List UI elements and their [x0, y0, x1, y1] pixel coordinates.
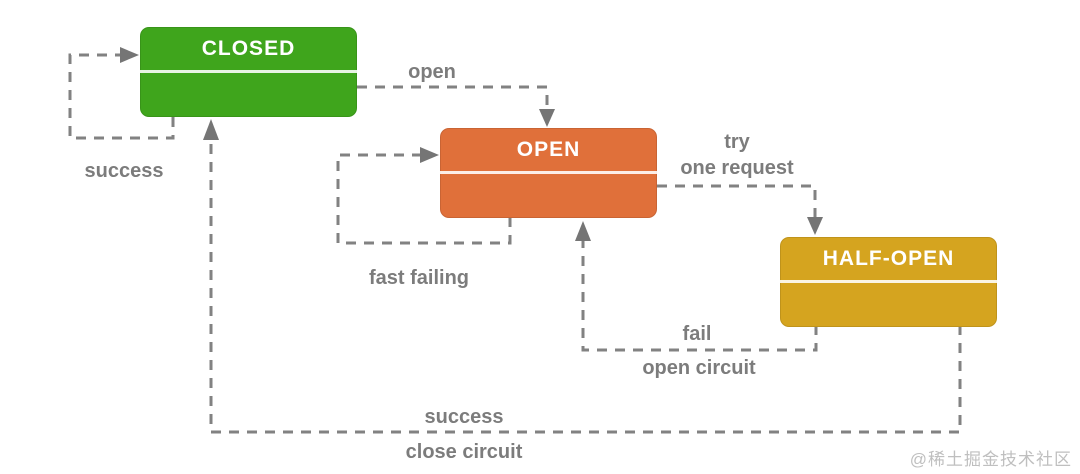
label-open-circuit: open circuit	[642, 357, 756, 379]
label-closed-self-loop-success: success	[84, 160, 164, 182]
label-one-request: one request	[680, 157, 794, 179]
arrowhead-into-open-bottom	[575, 221, 591, 241]
state-half-open: HALF-OPEN	[780, 237, 997, 327]
state-open-body	[440, 174, 657, 218]
edge-closed-to-open	[357, 85, 549, 110]
label-closed-to-open: open	[408, 61, 456, 83]
state-half-open-label: HALF-OPEN	[822, 246, 955, 270]
edge-open-self-loop	[336, 153, 512, 245]
arrowhead-into-closed-left	[120, 47, 139, 63]
label-try: try	[724, 131, 750, 153]
label-close-circuit: close circuit	[405, 441, 523, 463]
state-closed-body	[140, 73, 357, 117]
arrowhead-into-open-top	[539, 109, 555, 127]
arrowhead-into-closed-bottom	[203, 119, 219, 140]
state-half-open-body	[780, 283, 997, 327]
state-closed-divider	[140, 70, 357, 73]
edge-halfopen-to-open	[581, 240, 818, 352]
arrowhead-into-open-left	[420, 147, 439, 163]
edge-open-to-halfopen	[657, 184, 817, 218]
state-closed-label: CLOSED	[201, 36, 296, 60]
watermark-juejin-community: @稀土掘金技术社区	[909, 450, 1072, 469]
label-success-bottom: success	[424, 406, 504, 428]
state-open-divider	[440, 171, 657, 174]
state-open: OPEN	[440, 128, 657, 218]
edge-closed-self-loop	[68, 53, 175, 140]
arrowhead-into-halfopen-top	[807, 217, 823, 235]
label-fail: fail	[682, 323, 712, 345]
state-half-open-divider	[780, 280, 997, 283]
label-open-self-loop-fast-failing: fast failing	[368, 267, 470, 289]
state-closed: CLOSED	[140, 27, 357, 117]
state-open-label: OPEN	[516, 137, 581, 161]
